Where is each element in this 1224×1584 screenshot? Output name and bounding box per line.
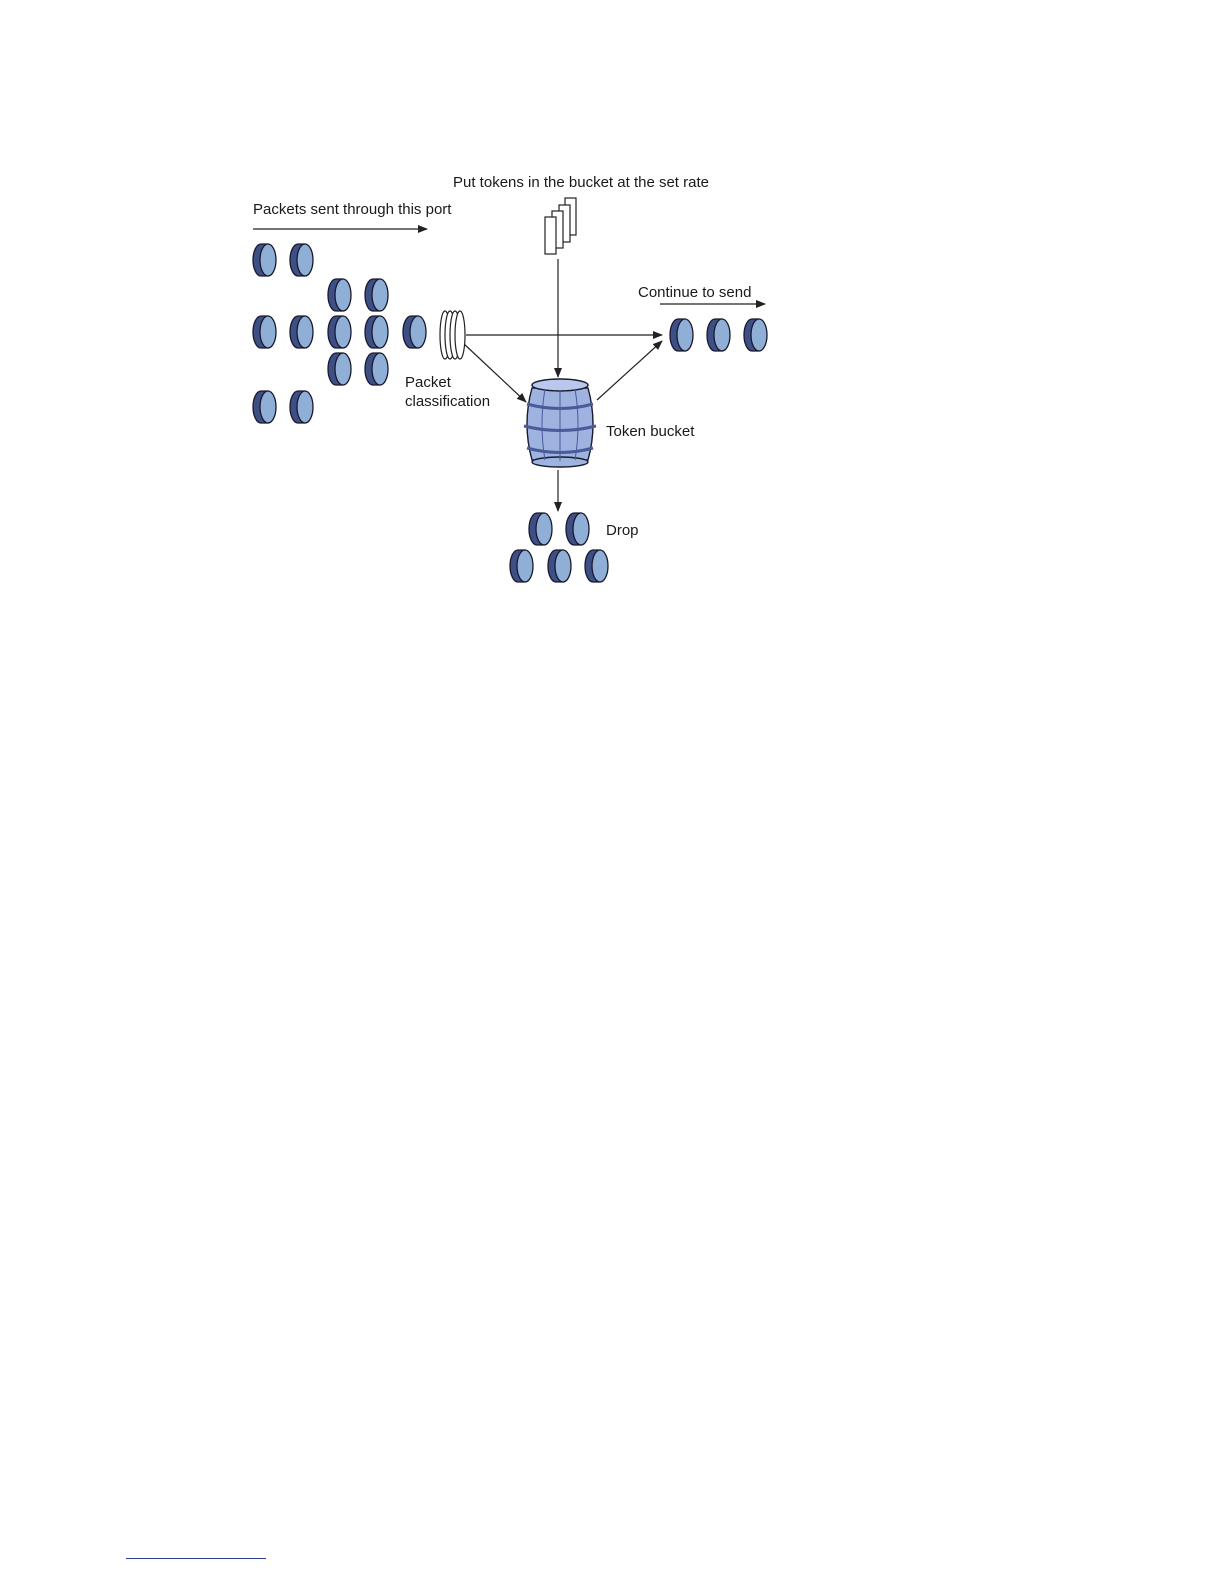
sent-packets (670, 319, 767, 351)
classifier-rings-icon (440, 311, 465, 359)
packet-cylinder-icon (744, 319, 767, 351)
packet-cylinder-icon (510, 550, 533, 582)
packet-cylinder-icon (585, 550, 608, 582)
packet-cylinder-icon (328, 316, 351, 348)
put-tokens-label: Put tokens in the bucket at the set rate (453, 174, 709, 191)
packet-cylinder-icon (290, 391, 313, 423)
packet-classification-label-line2: classification (405, 393, 490, 410)
packet-cylinder-icon (365, 316, 388, 348)
packets-sent-label: Packets sent through this port (253, 201, 452, 218)
packet-cylinder-icon (253, 244, 276, 276)
packet-cylinder-icon (529, 513, 552, 545)
footnote-rule (126, 1558, 266, 1559)
packet-cylinder-icon (707, 319, 730, 351)
packet-cylinder-icon (365, 279, 388, 311)
packet-cylinder-icon (328, 279, 351, 311)
packet-cylinder-icon (290, 316, 313, 348)
packet-cylinder-icon (548, 550, 571, 582)
packet-cylinder-icon (670, 319, 693, 351)
packet-cylinder-icon (253, 316, 276, 348)
token-stack-icon (545, 198, 576, 254)
packet-cylinder-icon (365, 353, 388, 385)
packet-cylinder-icon (566, 513, 589, 545)
packet-cylinder-icon (403, 316, 426, 348)
packet-classification-label-line1: Packet (405, 374, 452, 391)
packet-cylinder-icon (290, 244, 313, 276)
dropped-packets (510, 513, 608, 582)
continue-to-send-label: Continue to send (638, 284, 751, 301)
incoming-packets (253, 244, 426, 423)
token-bucket-label: Token bucket (606, 423, 695, 440)
token-bucket-barrel-icon (524, 379, 596, 467)
packet-cylinder-icon (328, 353, 351, 385)
bucket-to-send-arrow (597, 341, 662, 400)
packet-cylinder-icon (253, 391, 276, 423)
drop-label: Drop (606, 522, 639, 539)
